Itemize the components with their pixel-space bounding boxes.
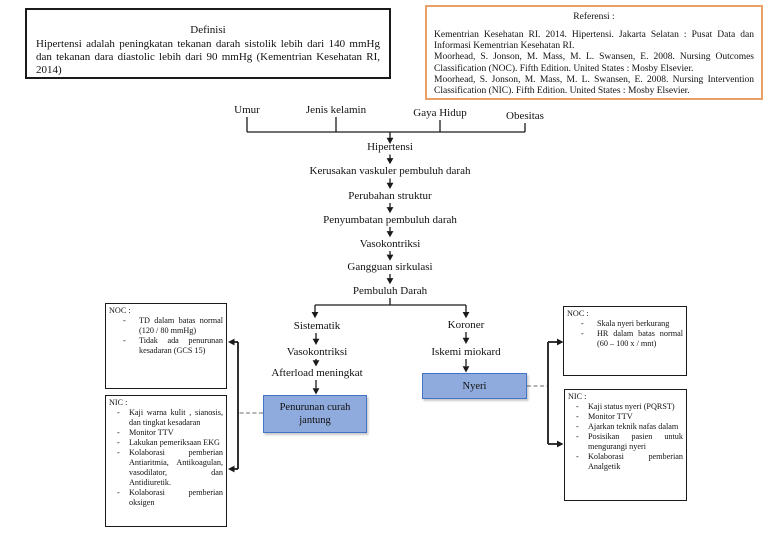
nic-item: Lakukan pemeriksaan EKG — [109, 438, 223, 448]
noc-item: TD dalam batas normal (120 / 80 mmHg) — [109, 316, 223, 336]
noc-item: Skala nyeri berkurang — [567, 319, 683, 329]
branch-bracket — [314, 298, 467, 313]
definition-box: Definisi Hipertensi adalah peningkatan t… — [25, 8, 391, 79]
right-branch-koroner: Koroner — [447, 319, 485, 331]
right-branch-iskemi-miokard: Iskemi miokard — [431, 346, 501, 358]
nic-left-header: NIC : — [109, 398, 128, 407]
outcome-box-nyeri: Nyeri — [422, 373, 527, 399]
left-branch-sistematik: Sistematik — [293, 320, 341, 332]
noc-box-left: NOC : TD dalam batas normal (120 / 80 mm… — [105, 303, 227, 389]
chain-step-vasokontriksi: Vasokontriksi — [359, 238, 421, 250]
nic-box-left: NIC : Kaji warna kulit , sianosis, dan t… — [105, 395, 227, 527]
chain-step-pembuluh-darah: Pembuluh Darah — [352, 285, 428, 297]
branch-bracket-arrowheads — [311, 312, 470, 319]
nic-right-list: Kaji status nyeri (PQRST) Monitor TTV Aj… — [568, 402, 683, 472]
chain-step-penyumbatan: Penyumbatan pembuluh darah — [323, 214, 457, 226]
definition-body: Hipertensi adalah peningkatan tekanan da… — [36, 38, 380, 76]
left-branch-afterload: Afterload meningkat — [271, 367, 363, 379]
noc-item: Tidak ada penurunan kesadaran (GCS 15) — [109, 336, 223, 356]
reference-item: Moorhead, S. Jonson, M. Mass, M. L. Swan… — [434, 52, 754, 74]
noc-item: HR dalam batas normal (60 – 100 x / mnt) — [567, 329, 683, 349]
noc-box-right: NOC : Skala nyeri berkurang HR dalam bat… — [563, 306, 687, 376]
noc-left-header: NOC : — [109, 306, 131, 315]
nic-item: Kolaborasi pemberian Analgetik — [568, 452, 683, 472]
nic-item: Kolaborasi pemberian Antiaritmia, Antiko… — [109, 448, 223, 488]
reference-box: Referensi : Kementrian Kesehatan RI. 201… — [425, 5, 763, 100]
risk-factor-jenis-kelamin: Jenis kelamin — [305, 104, 367, 116]
risk-factor-obesitas: Obesitas — [506, 110, 544, 122]
right-connector — [547, 341, 557, 445]
nic-item: Monitor TTV — [568, 412, 683, 422]
chain-step-kerusakan-vaskuler: Kerusakan vaskuler pembuluh darah — [309, 165, 471, 177]
chain-step-hipertensi: Hipertensi — [367, 141, 413, 153]
nic-item: Monitor TTV — [109, 428, 223, 438]
noc-left-list: TD dalam batas normal (120 / 80 mmHg) Ti… — [109, 316, 223, 356]
nic-left-list: Kaji warna kulit , sianosis, dan tingkat… — [109, 408, 223, 508]
risk-factor-bracket — [246, 117, 526, 138]
risk-factor-gaya-hidup: Gaya Hidup — [413, 107, 467, 119]
risk-factor-umur: Umur — [234, 104, 260, 116]
chain-step-perubahan-struktur: Perubahan struktur — [348, 190, 432, 202]
left-branch-vasokontriksi: Vasokontriksi — [286, 346, 348, 358]
reference-title: Referensi : — [573, 12, 615, 22]
nic-item: Kaji status nyeri (PQRST) — [568, 402, 683, 412]
definition-title: Definisi — [190, 24, 226, 36]
nic-item: Kolaborasi pemberian oksigen — [109, 488, 223, 508]
nic-item: Kaji warna kulit , sianosis, dan tingkat… — [109, 408, 223, 428]
reference-item: Moorhead, S. Jonson, M. Mass, M. L. Swan… — [434, 74, 754, 97]
nic-box-right: NIC : Kaji status nyeri (PQRST) Monitor … — [564, 389, 687, 501]
nic-item: Posisikan pasien untuk mengurangi nyeri — [568, 432, 683, 452]
nic-item: Ajarkan teknik nafas dalam — [568, 422, 683, 432]
noc-right-header: NOC : — [567, 309, 589, 318]
left-connector-arrowheads — [228, 338, 235, 473]
nic-right-header: NIC : — [568, 392, 587, 401]
chain-step-gangguan-sirkulasi: Gangguan sirkulasi — [347, 261, 433, 273]
left-connector — [234, 341, 239, 470]
reference-item: Kementrian Kesehatan RI. 2014. Hipertens… — [434, 30, 754, 52]
outcome-box-penurunan-curah-jantung: Penurunan curah jantung — [263, 395, 367, 433]
noc-right-list: Skala nyeri berkurang HR dalam batas nor… — [567, 319, 683, 349]
